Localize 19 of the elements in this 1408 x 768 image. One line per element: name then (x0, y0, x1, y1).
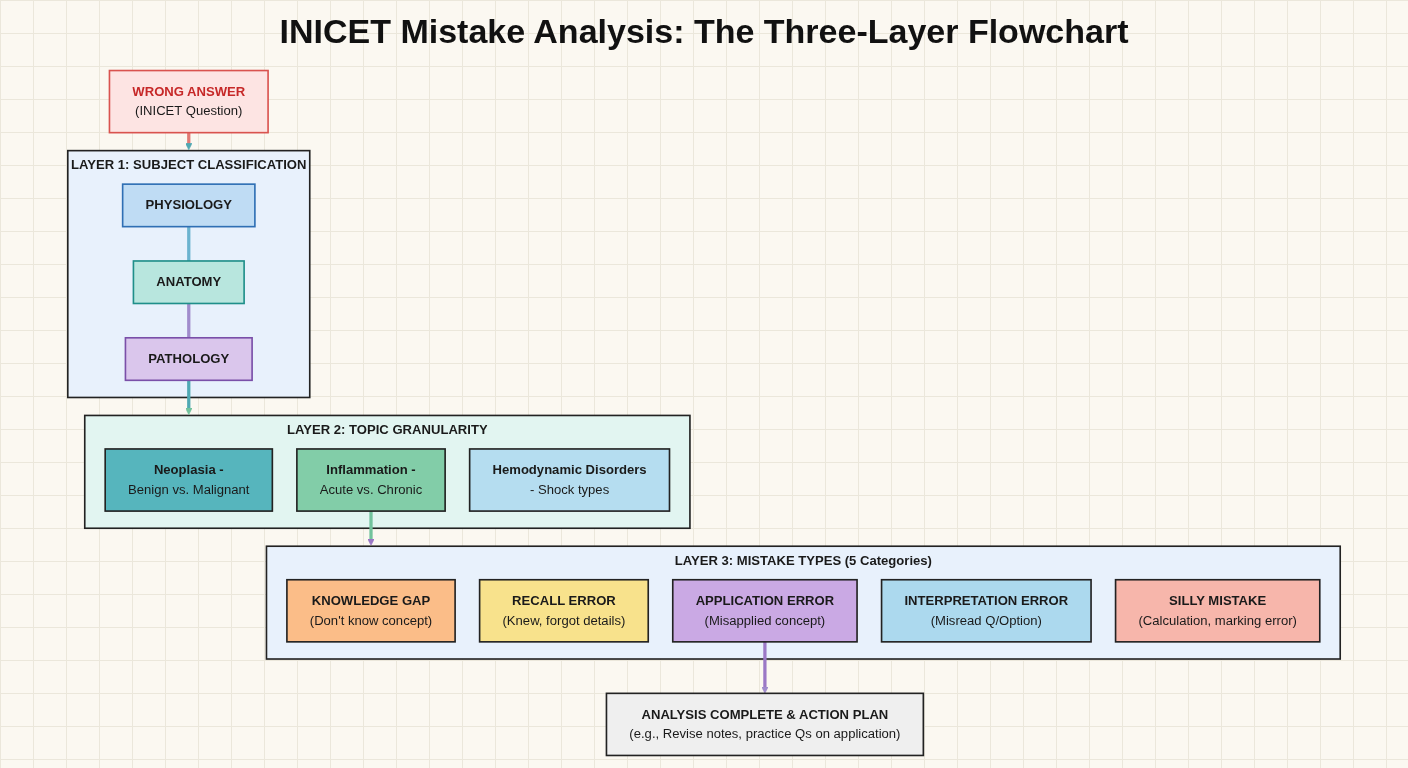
node-box: WRONG ANSWER (INICET Question) (108, 69, 269, 134)
connector (187, 226, 191, 261)
node-box: PATHOLOGY (124, 337, 253, 382)
node-box: Inflammation - Acute vs. Chronic (296, 448, 446, 512)
node-box: KNOWLEDGE GAP (Don't know concept) (286, 578, 456, 643)
node-box: SILLY MISTAKE (Calculation, marking error) (1114, 578, 1321, 643)
node-box: RECALL ERROR (Knew, forgot details) (478, 578, 650, 643)
arrow (367, 511, 375, 546)
node-box: INTERPRETATION ERROR (Misread Q/Option) (880, 578, 1092, 643)
node-box: PHYSIOLOGY (121, 183, 256, 228)
diagram-title: INICET Mistake Analysis: The Three-Layer Flowchart (279, 12, 1129, 51)
node-box: ANATOMY (132, 260, 245, 305)
node-box: Hemodynamic Disorders - Shock types (468, 448, 671, 512)
node-box: Neoplasia - Benign vs. Malignant (104, 448, 274, 512)
arrow (185, 380, 193, 415)
connector (187, 303, 191, 338)
arrow (761, 641, 769, 694)
node-box: APPLICATION ERROR (Misapplied concept) (671, 578, 858, 643)
node-box: ANALYSIS COMPLETE & ACTION PLAN (e.g., Revise notes, practice Qs on application) (605, 692, 925, 757)
